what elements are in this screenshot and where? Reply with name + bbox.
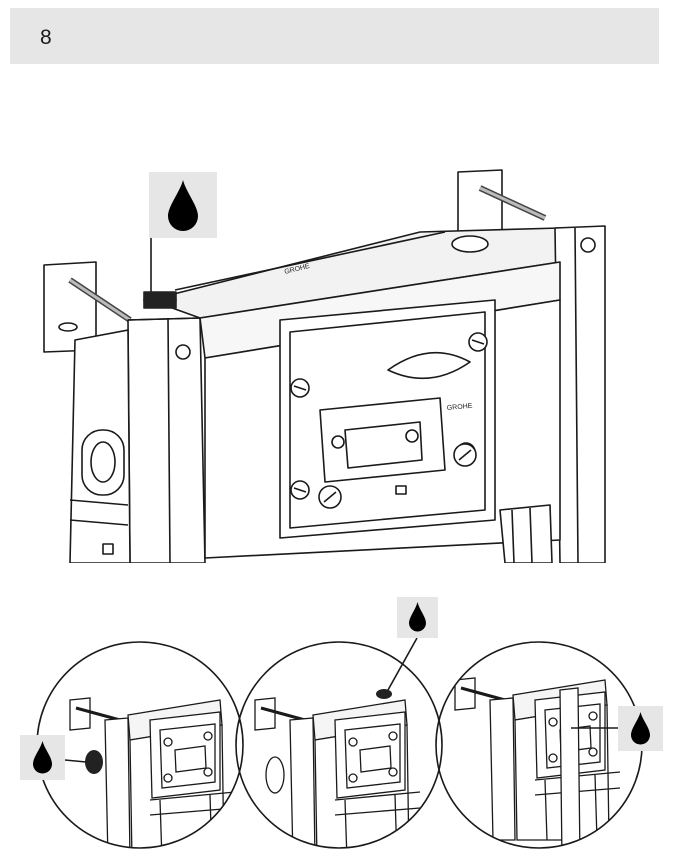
- brand-mark-frame: GROHE: [447, 403, 474, 412]
- detail-drop-callout-top: [397, 597, 438, 638]
- callout-leader-top: [387, 637, 418, 691]
- water-drop-icon: [168, 180, 198, 231]
- water-drop-icon: [409, 602, 426, 632]
- detail-left-inlet: [68, 696, 237, 848]
- detail-drop-callout-right: [618, 706, 663, 751]
- water-drop-icon: [33, 741, 52, 774]
- detail-drop-callout-left: [20, 735, 65, 780]
- step-header: 8: [10, 8, 659, 64]
- main-drop-callout: [149, 172, 217, 238]
- callout-leader-left: [64, 759, 87, 763]
- step-number: 8: [40, 26, 52, 49]
- water-drop-icon: [631, 712, 650, 745]
- detail-top-inlet: [253, 689, 422, 848]
- detail-right-inlet: [453, 676, 622, 848]
